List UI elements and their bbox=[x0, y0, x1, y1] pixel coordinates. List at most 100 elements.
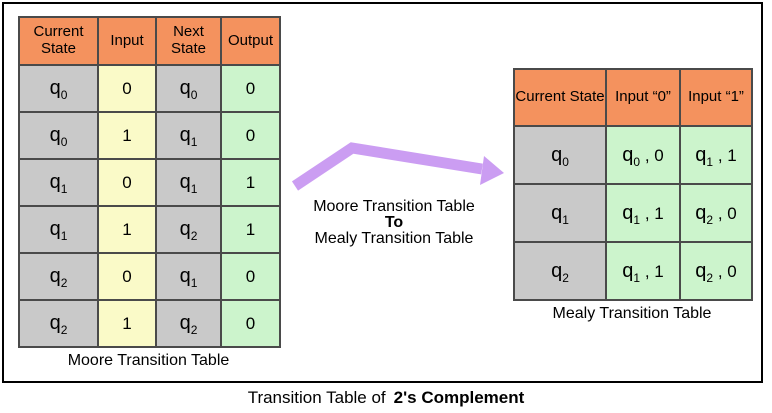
state-symbol: q bbox=[179, 171, 191, 193]
state-symbol: q bbox=[622, 201, 634, 224]
moore-cell-input: 0 bbox=[97, 64, 157, 113]
state-symbol: q bbox=[179, 265, 191, 287]
diagram-title-prefix: Transition Table of bbox=[247, 388, 386, 407]
state-symbol: q bbox=[695, 259, 707, 282]
arrow-label: Moore Transition Table To Mealy Transiti… bbox=[288, 199, 500, 247]
mealy-table-section: Current State Input “0” Input “1” q0 q0 … bbox=[513, 68, 753, 323]
state-subscript: 2 bbox=[190, 229, 198, 243]
output-value: , 0 bbox=[713, 203, 737, 223]
state-subscript: 2 bbox=[60, 323, 68, 337]
moore-cell-output: 0 bbox=[220, 64, 281, 113]
state-symbol: q bbox=[179, 218, 191, 240]
output-value: , 0 bbox=[713, 261, 737, 281]
moore-cell-current-state: q0 bbox=[18, 111, 99, 160]
state-symbol: q bbox=[622, 143, 634, 166]
mealy-cell-input-0: q1 , 1 bbox=[605, 183, 681, 243]
state-subscript: 0 bbox=[633, 154, 641, 169]
moore-header-row: Current State Input Next State Output bbox=[18, 16, 281, 66]
state-symbol: q bbox=[49, 312, 61, 334]
state-subscript: 2 bbox=[190, 323, 198, 337]
table-row: q2 0 q1 0 bbox=[18, 252, 281, 301]
table-row: q2 q1 , 1 q2 , 0 bbox=[513, 241, 753, 301]
state-subscript: 0 bbox=[562, 154, 569, 169]
table-row: q0 0 q0 0 bbox=[18, 64, 281, 113]
table-row: q1 0 q1 1 bbox=[18, 158, 281, 207]
state-symbol: q bbox=[49, 171, 61, 193]
moore-table-caption: Moore Transition Table bbox=[67, 352, 230, 369]
output-value: , 1 bbox=[640, 261, 664, 281]
mealy-cell-current-state: q1 bbox=[513, 183, 607, 243]
moore-cell-current-state: q1 bbox=[18, 205, 99, 254]
mealy-cell-input-1: q1 , 1 bbox=[679, 125, 753, 185]
state-symbol: q bbox=[179, 77, 191, 99]
state-symbol: q bbox=[551, 143, 563, 166]
arrow-label-line1: Moore Transition Table bbox=[313, 198, 475, 215]
arrow-label-line2: To bbox=[384, 214, 404, 231]
moore-header-output: Output bbox=[220, 16, 281, 66]
moore-cell-next-state: q2 bbox=[155, 205, 222, 254]
state-subscript: 2 bbox=[562, 270, 569, 285]
mealy-header-input-0: Input “0” bbox=[605, 68, 681, 127]
mealy-header-current-state: Current State bbox=[513, 68, 607, 127]
moore-cell-input: 1 bbox=[97, 111, 157, 160]
state-symbol: q bbox=[49, 218, 61, 240]
state-subscript: 2 bbox=[706, 270, 714, 285]
moore-cell-next-state: q0 bbox=[155, 64, 222, 113]
moore-table: Current State Input Next State Output q0… bbox=[18, 16, 281, 348]
moore-cell-next-state: q1 bbox=[155, 111, 222, 160]
moore-header-next-state: Next State bbox=[155, 16, 222, 66]
moore-header-input: Input bbox=[97, 16, 157, 66]
moore-cell-input: 1 bbox=[97, 299, 157, 348]
moore-cell-output: 1 bbox=[220, 158, 281, 207]
moore-cell-next-state: q2 bbox=[155, 299, 222, 348]
moore-cell-input: 1 bbox=[97, 205, 157, 254]
table-row: q2 1 q2 0 bbox=[18, 299, 281, 348]
moore-cell-input: 0 bbox=[97, 158, 157, 207]
moore-cell-current-state: q1 bbox=[18, 158, 99, 207]
state-symbol: q bbox=[551, 259, 563, 282]
moore-cell-current-state: q2 bbox=[18, 299, 99, 348]
state-symbol: q bbox=[179, 312, 191, 334]
state-subscript: 1 bbox=[706, 154, 714, 169]
mealy-cell-input-1: q2 , 0 bbox=[679, 183, 753, 243]
state-symbol: q bbox=[49, 77, 61, 99]
table-row: q0 q0 , 0 q1 , 1 bbox=[513, 125, 753, 185]
moore-header-current-state: Current State bbox=[18, 16, 99, 66]
mealy-header-row: Current State Input “0” Input “1” bbox=[513, 68, 753, 127]
state-symbol: q bbox=[695, 201, 707, 224]
moore-cell-current-state: q2 bbox=[18, 252, 99, 301]
output-value: , 1 bbox=[640, 203, 664, 223]
mealy-cell-input-0: q0 , 0 bbox=[605, 125, 681, 185]
mealy-table-caption: Mealy Transition Table bbox=[552, 305, 712, 322]
state-subscript: 1 bbox=[562, 212, 569, 227]
diagram-title-bold: 2's Complement bbox=[393, 388, 525, 407]
state-subscript: 1 bbox=[633, 270, 641, 285]
moore-cell-output: 0 bbox=[220, 111, 281, 160]
state-subscript: 2 bbox=[706, 212, 714, 227]
state-symbol: q bbox=[551, 201, 563, 224]
mealy-cell-current-state: q2 bbox=[513, 241, 607, 301]
state-subscript: 1 bbox=[190, 182, 198, 196]
diagram-title: Transition Table of 2's Complement bbox=[0, 388, 772, 408]
state-subscript: 0 bbox=[60, 88, 68, 102]
mealy-header-input-1: Input “1” bbox=[679, 68, 753, 127]
state-subscript: 1 bbox=[60, 229, 68, 243]
moore-to-mealy-arrow-icon bbox=[291, 142, 504, 191]
state-subscript: 0 bbox=[190, 88, 198, 102]
state-subscript: 1 bbox=[633, 212, 641, 227]
table-row: q1 q1 , 1 q2 , 0 bbox=[513, 183, 753, 243]
state-symbol: q bbox=[179, 124, 191, 146]
table-row: q1 1 q2 1 bbox=[18, 205, 281, 254]
moore-cell-next-state: q1 bbox=[155, 252, 222, 301]
moore-cell-input: 0 bbox=[97, 252, 157, 301]
state-subscript: 2 bbox=[60, 276, 68, 290]
state-symbol: q bbox=[49, 265, 61, 287]
arrow-label-line3: Mealy Transition Table bbox=[314, 230, 474, 247]
moore-cell-next-state: q1 bbox=[155, 158, 222, 207]
state-symbol: q bbox=[695, 143, 707, 166]
state-subscript: 1 bbox=[190, 276, 198, 290]
moore-cell-output: 0 bbox=[220, 299, 281, 348]
mealy-table: Current State Input “0” Input “1” q0 q0 … bbox=[513, 68, 753, 301]
mealy-cell-current-state: q0 bbox=[513, 125, 607, 185]
